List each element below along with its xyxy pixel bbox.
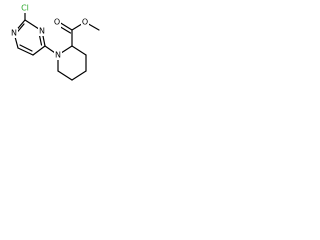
bond-ccarbonyl-o-double-a (58, 21, 73, 31)
bond-c6-c5 (17, 47, 34, 56)
methyl-ester (57, 21, 100, 47)
piperidine-ring (57, 45, 87, 81)
atom-label-ester-o: O (82, 18, 88, 27)
atom-labels: Cl N N N O O (10, 3, 89, 60)
atom-label-cl: Cl (21, 4, 29, 13)
chemical-structure: Cl N N N O O (10, 3, 100, 81)
atom-label-carbonyl-o: O (54, 18, 60, 27)
bond-c5-c4 (32, 45, 46, 56)
atom-label-pyrimidine-n3: N (39, 27, 45, 36)
atom-label-pyrimidine-n1: N (11, 29, 17, 38)
pyrimidine-ring (13, 19, 46, 56)
bond-c2p-c3p (71, 45, 87, 56)
bond-c6-c5-double (19, 44, 33, 52)
bond-c4p-c5p (71, 70, 87, 81)
bond-c5p-c6p (57, 70, 73, 81)
atom-label-piperidine-n: N (55, 51, 61, 60)
